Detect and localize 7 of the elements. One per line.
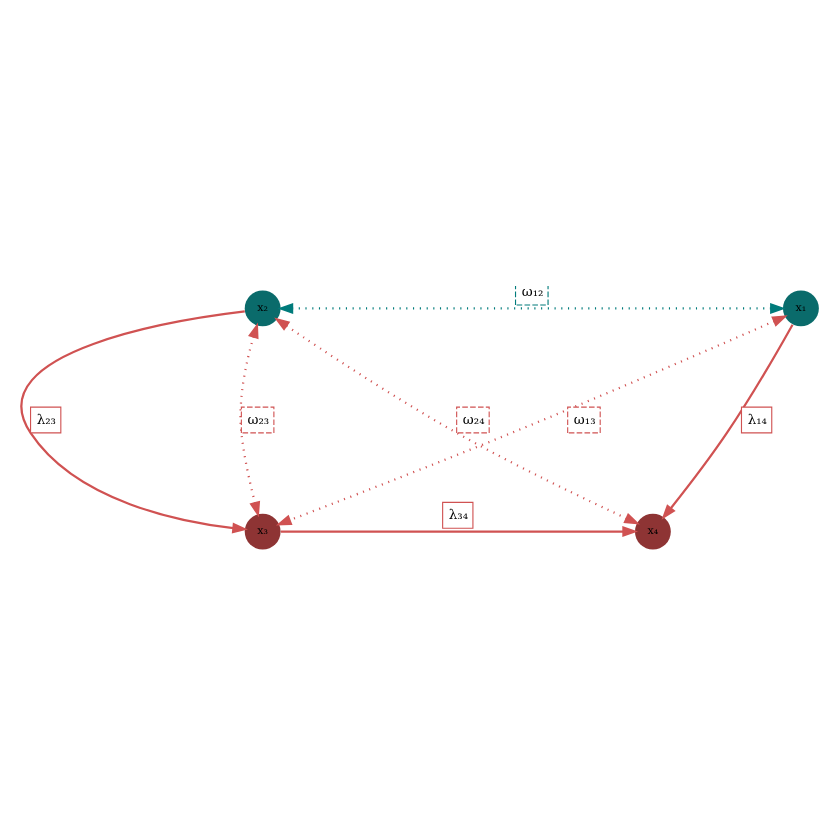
arrow [21, 310, 248, 534]
arrow [239, 322, 261, 518]
arrow [277, 302, 786, 314]
arrow [274, 317, 640, 525]
arrow [280, 526, 639, 538]
arrow [661, 324, 794, 520]
arrow [275, 315, 788, 526]
